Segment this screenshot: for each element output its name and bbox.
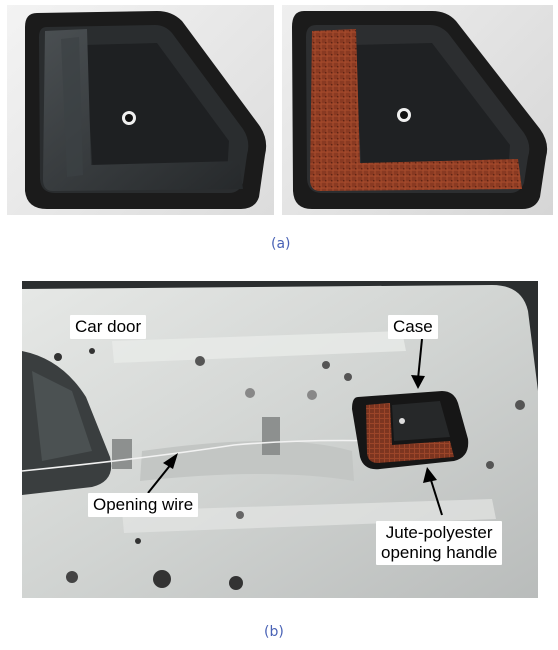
caption-a: (a): [271, 236, 291, 252]
photo-car-door: Car door Case Opening wire Jute-polyeste…: [22, 281, 538, 598]
photo-dark-handle: [7, 5, 274, 215]
label-car-door: Car door: [70, 315, 147, 339]
label-handle-line-2: opening handle: [381, 543, 498, 562]
photo-jute-handle: [282, 5, 553, 215]
label-case: Case: [388, 315, 438, 339]
caption-b: (b): [264, 624, 284, 640]
label-jute-polyester-handle: Jute-polyester opening handle: [376, 521, 503, 565]
label-opening-wire: Opening wire: [88, 493, 199, 517]
label-handle-line-1: Jute-polyester: [385, 523, 493, 542]
